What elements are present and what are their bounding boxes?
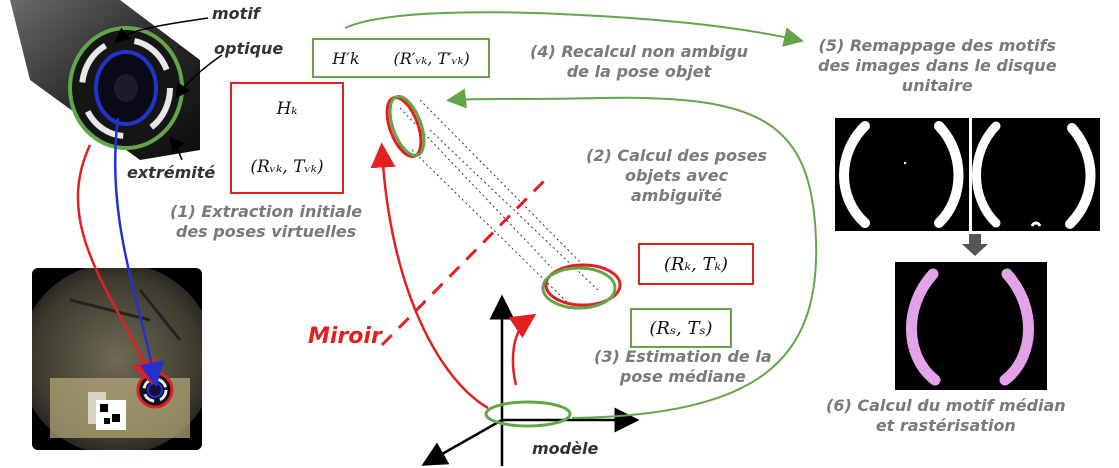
object-pose-box: (Rₖ, Tₖ) (638, 243, 754, 285)
formula-rvk-tvk: (Rᵥₖ, Tᵥₖ) (250, 157, 323, 177)
step3-label: (3) Estimation de la pose médiane (594, 347, 772, 387)
formula-hk: Hₖ (276, 99, 297, 119)
remapped-motif-panel-left (835, 118, 969, 231)
formula-h-prime-k: H′k (332, 49, 359, 68)
step4-label: (4) Recalcul non ambigu de la pose objet (530, 42, 748, 82)
label-modele: modèle (532, 439, 598, 459)
label-optique: optique (214, 39, 283, 59)
median-pose-box: (Rₛ, Tₛ) (630, 308, 732, 348)
remapped-motif-panel-right (972, 118, 1100, 231)
endoscope-photo (0, 0, 205, 160)
median-motif-panel (895, 262, 1047, 390)
label-motif: motif (212, 4, 260, 24)
scene-photo (19, 263, 215, 455)
recalc-pose-box: H′k (R′ᵥₖ, T′ᵥₖ) (312, 38, 490, 78)
step5-label: (5) Remappage des motifs des images dans… (818, 36, 1057, 96)
step2-label: (2) Calcul des poses objets avec ambiguï… (586, 146, 767, 206)
step1-label: (1) Extraction initiale des poses virtue… (170, 202, 362, 242)
step6-label: (6) Calcul du motif médian et rastérisat… (826, 396, 1066, 436)
formula-rs-ts: (Rₛ, Tₛ) (649, 318, 712, 339)
formula-rk-tk: (Rₖ, Tₖ) (664, 254, 728, 275)
label-miroir: Miroir (308, 323, 382, 351)
virtual-pose-box: Hₖ (Rᵥₖ, Tᵥₖ) (230, 82, 344, 194)
label-extremite: extrémité (127, 163, 215, 183)
formula-r-prime: (R′ᵥₖ, T′ᵥₖ) (394, 49, 470, 68)
